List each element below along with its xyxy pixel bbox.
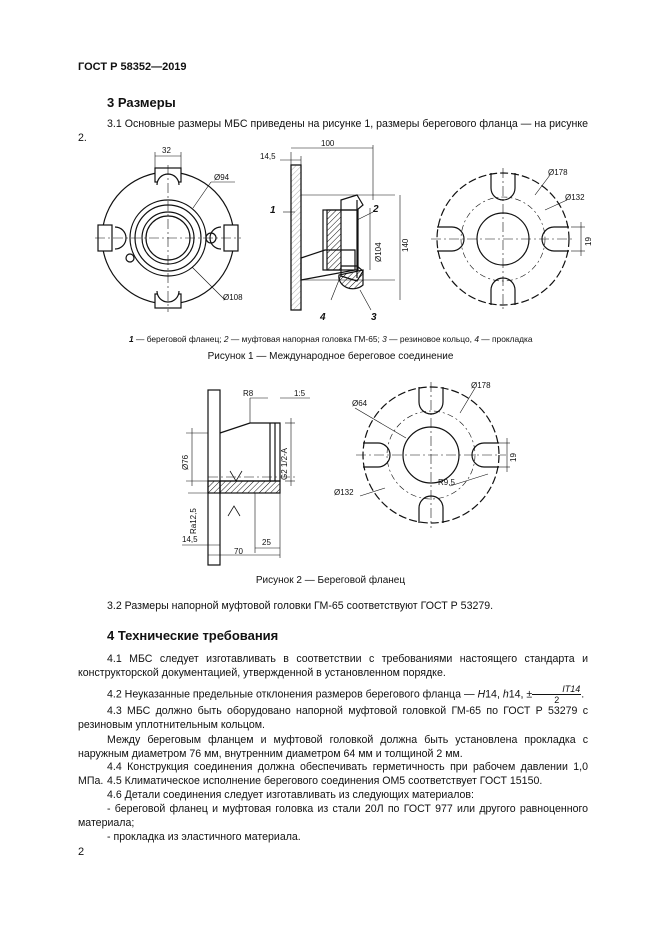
legend-text-1: — береговой фланец; (133, 334, 224, 344)
dim-19-fig1: 19 (584, 237, 593, 246)
legend-text-4: — прокладка (478, 334, 533, 344)
dim-d94: Ø94 (214, 173, 230, 182)
flange-section-view (182, 389, 310, 566)
tolerance-sep-2: 14, ± (508, 688, 533, 701)
paragraph-4-5: 4.5 Климатическое исполнение берегового … (107, 775, 543, 787)
paragraph-3-1: 3.1 Основные размеры МБС приведены на ри… (78, 118, 588, 144)
label-1: 1 (270, 205, 276, 216)
tolerance-sep-1: 14, (485, 688, 503, 701)
legend-number-3: 3 (382, 334, 387, 344)
paragraph-4-4: 4.4 Конструкция соединения должна обеспе… (78, 761, 588, 787)
list-item-materials-2: - прокладка из эластичного материала. (107, 831, 301, 843)
legend-text-3: — резиновое кольцо, (386, 334, 475, 344)
legend-text-2: — муфтовая напорная головка ГМ-65; (228, 334, 383, 344)
flange-front-view (95, 152, 241, 312)
dim-d132-fig2: Ø132 (334, 488, 354, 497)
dim-d76: Ø76 (181, 454, 190, 470)
legend-number-4: 4 (474, 334, 479, 344)
flange-back-view (431, 168, 585, 312)
dim-taper: 1:5 (294, 389, 306, 398)
dim-25: 25 (262, 538, 271, 547)
paragraph-4-1: 4.1 МБС следует изготавливать в соответс… (78, 653, 588, 679)
dim-32: 32 (162, 146, 171, 155)
paragraph-4-2: 4.2 Неуказанные предельные отклонения ра… (107, 684, 585, 705)
dim-d178-fig1: Ø178 (548, 168, 568, 177)
tolerance-h: h (502, 688, 509, 701)
figure-2-caption: Рисунок 2 — Береговой фланец (255, 575, 406, 586)
dim-70: 70 (234, 547, 243, 556)
dim-d178-fig2: Ø178 (471, 381, 491, 390)
tolerance-H: H (477, 688, 486, 701)
paragraph-4-2-text: 4.2 Неуказанные предельные отклонения ра… (107, 688, 478, 701)
assembly-section-view (280, 145, 401, 311)
page-number: 2 (78, 846, 85, 858)
paragraph-4-3: 4.3 МБС должно быть оборудовано напорной… (78, 705, 588, 731)
legend-number-2: 2 (223, 334, 229, 344)
label-4: 4 (319, 312, 326, 323)
paragraph-3-2: 3.2 Размеры напорной муфтовой головки ГМ… (107, 600, 494, 612)
figure-2-drawing: R8 1:5 G2 1/2-A Ø76 Ra12,5 14,5 70 25 Ø6… (181, 381, 518, 566)
dim-140: 140 (401, 238, 410, 252)
dim-d64: Ø64 (352, 399, 368, 408)
dim-d104: Ø104 (374, 242, 383, 262)
paragraph-4-6: 4.6 Детали соединения следует изготавлив… (107, 789, 474, 801)
fraction-numerator: IT14 (532, 684, 582, 695)
dim-r9-5: R9,5 (438, 478, 455, 487)
fraction-denominator: 2 (554, 695, 560, 705)
dim-d108: Ø108 (223, 293, 243, 302)
dim-100: 100 (321, 140, 335, 148)
figure-1-drawing: 32 Ø94 Ø108 14,5 (95, 140, 593, 323)
dim-14-5-fig2: 14,5 (182, 535, 198, 544)
standard-header: ГОСТ Р 58352—2019 (78, 61, 187, 73)
flange-face-view (354, 382, 510, 528)
dim-thread: G2 1/2-A (280, 447, 289, 480)
dim-19-fig2: 19 (509, 453, 518, 462)
section-3-title: 3 Размеры (107, 95, 176, 110)
list-item-materials-1: - береговой фланец и муфтовая головка из… (78, 803, 588, 829)
dim-ra: Ra12,5 (189, 508, 198, 534)
section-4-title: 4 Технические требования (107, 628, 279, 643)
label-3: 3 (371, 312, 377, 323)
legend-number-1: 1 (129, 334, 134, 344)
paragraph-4-3-gasket: Между береговым фланцем и муфтовой голов… (78, 734, 588, 760)
dim-d132-fig1: Ø132 (565, 193, 585, 202)
label-2: 2 (372, 204, 379, 215)
dim-14-5: 14,5 (260, 152, 276, 161)
figure-1-legend: 1 — береговой фланец; 2 — муфтовая напор… (129, 334, 533, 344)
figure-1-caption: Рисунок 1 — Международное береговое соед… (207, 351, 454, 362)
dim-r8: R8 (243, 389, 254, 398)
